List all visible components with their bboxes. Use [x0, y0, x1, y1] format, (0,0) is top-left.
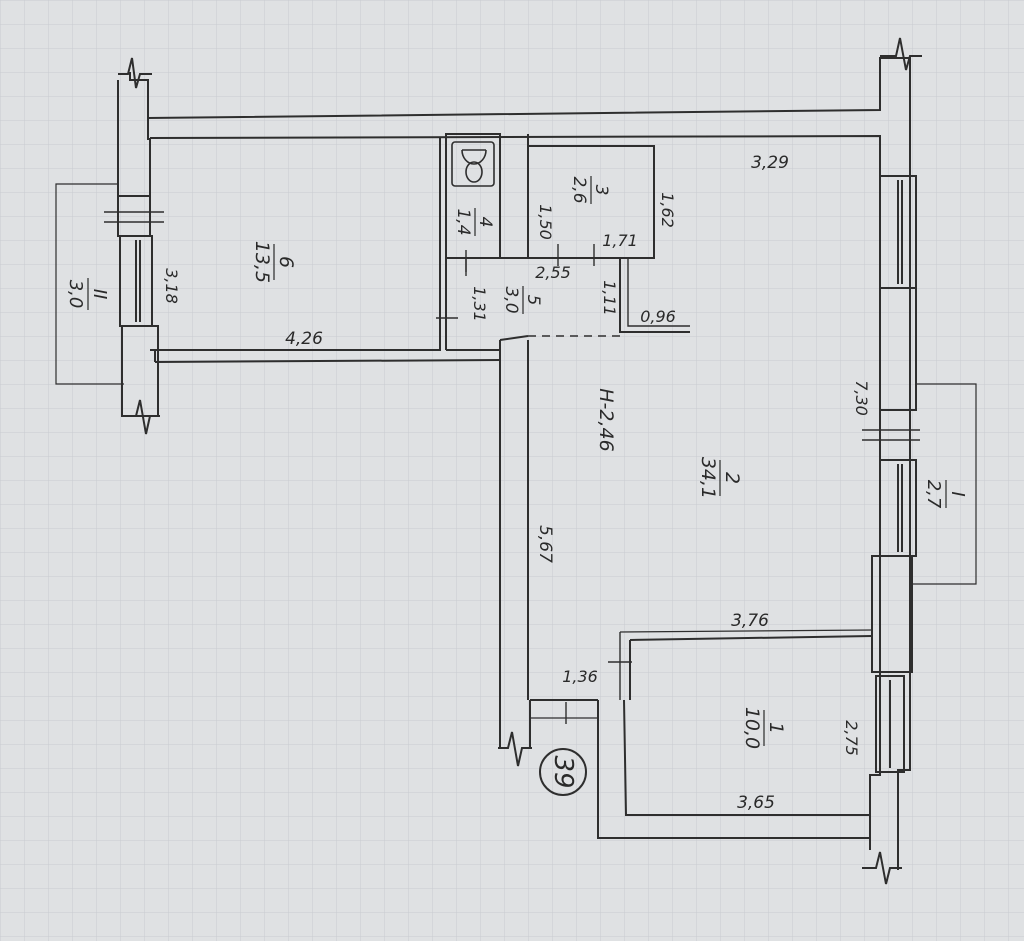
room-2-number: 2 — [721, 472, 743, 484]
break-mark-left — [124, 399, 160, 435]
dim-5-67: 5,67 — [535, 525, 555, 563]
break-mark-bottom — [498, 731, 532, 767]
balcony-ii-area: 3,0 — [65, 280, 86, 309]
dim-3-76: 3,76 — [731, 611, 769, 631]
window-right-3 — [875, 675, 905, 773]
balcony-ii-outline — [55, 183, 124, 385]
bottom-exterior-wall — [597, 700, 871, 850]
break-mark-bottom-right — [862, 851, 902, 885]
room-4-number: 4 — [475, 217, 495, 228]
dim-1-50: 1,50 — [536, 204, 555, 240]
break-mark-top-left — [118, 57, 152, 89]
walls — [55, 57, 977, 870]
plan-number-circle — [539, 748, 587, 796]
room-6-number: 6 — [275, 256, 297, 268]
balcony-ii-number: II — [89, 289, 110, 300]
dim-3-29: 3,29 — [751, 153, 789, 173]
balcony-i-outline — [912, 383, 977, 585]
top-exterior-wall — [129, 57, 911, 140]
dim-3-65: 3,65 — [737, 793, 775, 813]
room-label-5: 5 3,0 — [501, 286, 543, 314]
dim-2-55: 2,55 — [535, 263, 571, 282]
room-4-area: 1,4 — [453, 208, 473, 235]
room-3-area: 2,6 — [569, 176, 589, 203]
top-interior-wall-line — [149, 134, 881, 140]
room-6-walls — [150, 138, 441, 351]
room-5-number: 5 — [523, 295, 543, 306]
dim-3-18: 3,18 — [162, 268, 181, 304]
ceiling-height-note: H-2,46 — [595, 388, 617, 451]
break-lines — [118, 37, 922, 885]
room-1-top-wall — [629, 635, 873, 641]
room-6-bottom-outer — [154, 359, 501, 363]
wall-pier-right-2 — [871, 555, 913, 673]
plan-number: 39 — [548, 755, 578, 788]
balcony-label-i: I 2,7 — [923, 480, 968, 509]
dim-1-62: 1,62 — [658, 192, 677, 228]
dim-0-96: 0,96 — [640, 307, 676, 326]
balcony-label-ii: II 3,0 — [65, 278, 110, 310]
dim-4-26: 4,26 — [285, 329, 323, 349]
toilet-icon — [451, 141, 495, 187]
room-5-area: 3,0 — [501, 286, 521, 313]
dim-1-36: 1,36 — [562, 667, 598, 686]
dim-1-31: 1,31 — [470, 286, 489, 322]
room-3-number: 3 — [591, 185, 611, 196]
room-6-area: 13,5 — [251, 241, 273, 283]
room-1-inner-walls — [623, 699, 870, 816]
room-label-2: 2 34,1 — [697, 457, 743, 499]
balcony-i-area: 2,7 — [923, 480, 944, 509]
dim-1-71: 1,71 — [602, 231, 638, 250]
dim-2-75: 2,75 — [842, 720, 861, 756]
dimension-labels: 3,29 1,62 1,50 1,71 2,55 1,11 0,96 1,31 … — [162, 153, 871, 813]
break-mark-top-right — [880, 37, 922, 71]
room-label-4: 4 1,4 — [453, 208, 495, 236]
room-label-3: 3 2,6 — [569, 176, 611, 204]
dim-7-30: 7,30 — [852, 380, 871, 416]
room-label-1: 1 10,0 — [741, 707, 787, 749]
wall-pier-left-2 — [121, 325, 159, 417]
dimension-ticks — [436, 244, 632, 724]
room-1-area: 10,0 — [741, 707, 763, 749]
room-1-number: 1 — [765, 722, 787, 734]
dim-1-11: 1,11 — [600, 280, 619, 316]
room-label-6: 6 13,5 — [251, 241, 297, 283]
room-2-area: 34,1 — [697, 457, 719, 499]
balcony-i-number: I — [947, 491, 968, 496]
